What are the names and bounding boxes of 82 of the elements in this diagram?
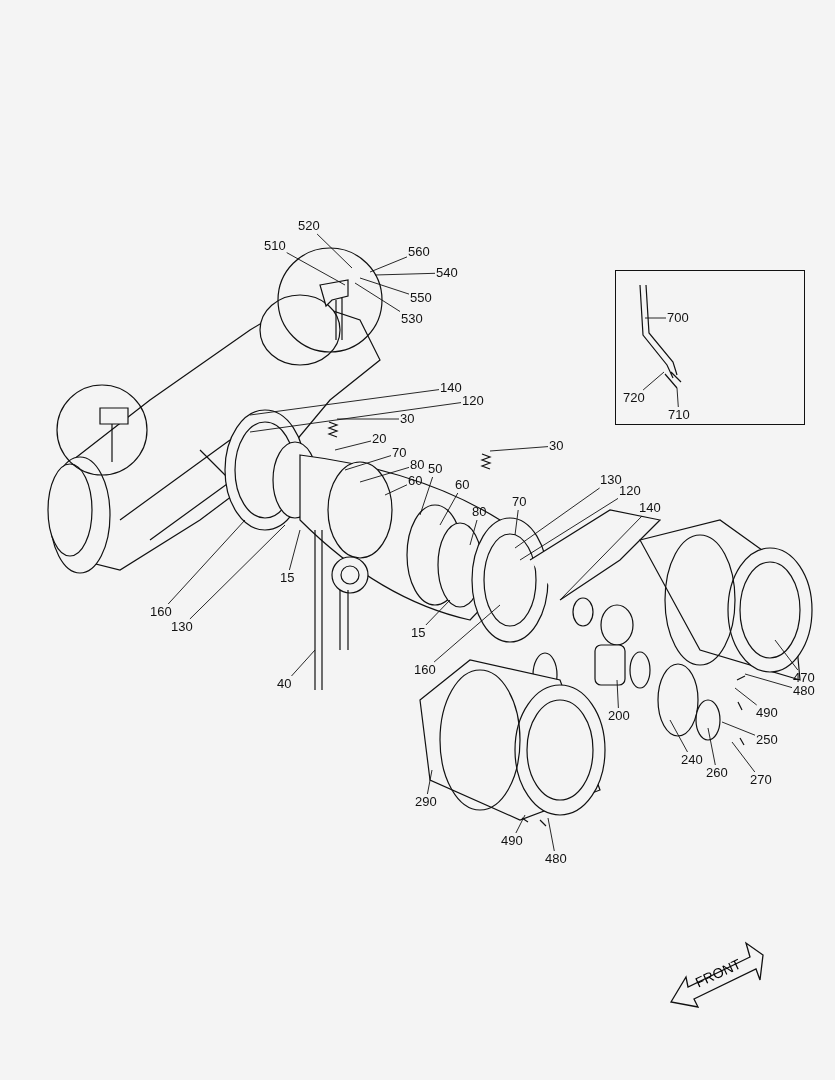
callout-number: 480	[545, 852, 567, 866]
inset-frame	[615, 270, 805, 425]
callout-number: 30	[400, 412, 415, 426]
callout-number: 15	[280, 571, 295, 585]
callout-number: 130	[171, 620, 193, 634]
leader-line	[744, 673, 793, 689]
callout-number: 540	[436, 266, 458, 280]
callout-number: 530	[401, 312, 423, 326]
leader-line	[189, 524, 286, 620]
leader-line	[344, 455, 392, 471]
callout-number: 510	[264, 239, 286, 253]
leader-line	[721, 721, 756, 736]
callout-number: 240	[681, 753, 703, 767]
leader-line	[515, 814, 526, 834]
leader-line	[316, 233, 353, 269]
callout-number: 40	[277, 677, 292, 691]
leader-line	[359, 277, 410, 295]
leader-line	[642, 371, 665, 391]
leader-line	[519, 497, 619, 561]
leader-line	[334, 440, 372, 451]
leader-line	[644, 317, 667, 319]
callout-number: 490	[501, 834, 523, 848]
leader-line	[249, 402, 462, 433]
leader-line	[288, 529, 301, 571]
leader-line	[734, 687, 758, 706]
callout-number: 700	[667, 311, 689, 325]
leader-line	[676, 387, 679, 408]
leader-line	[425, 599, 451, 626]
callout-number: 20	[372, 432, 387, 446]
callout-number: 250	[756, 733, 778, 747]
callout-number: 70	[392, 446, 407, 460]
leader-line	[374, 272, 436, 276]
callout-number: 160	[150, 605, 172, 619]
callout-number: 560	[408, 245, 430, 259]
leader-line	[354, 282, 401, 312]
leader-line	[167, 519, 246, 605]
callout-number: 490	[756, 706, 778, 720]
callout-number: 130	[600, 473, 622, 487]
callout-number: 290	[415, 795, 437, 809]
leader-line	[707, 727, 716, 766]
leader-line	[426, 769, 433, 795]
leader-line	[369, 256, 408, 273]
callout-number: 120	[619, 484, 641, 498]
callout-number: 80	[472, 505, 487, 519]
callout-number: 200	[608, 709, 630, 723]
leader-line	[419, 476, 434, 516]
leader-line	[489, 446, 549, 452]
leader-line	[774, 639, 799, 671]
leader-line	[514, 487, 601, 549]
leader-line	[514, 509, 519, 536]
leader-line	[669, 719, 688, 753]
leader-line	[249, 389, 440, 416]
callout-number: 70	[512, 495, 527, 509]
callout-number: 480	[793, 684, 815, 698]
callout-number: 30	[549, 439, 564, 453]
leader-line	[359, 466, 410, 483]
callout-number: 140	[440, 381, 462, 395]
leader-line	[286, 252, 346, 286]
callout-number: 140	[639, 501, 661, 515]
callout-number: 470	[793, 671, 815, 685]
callout-number: 60	[455, 478, 470, 492]
leader-line	[336, 418, 400, 420]
leader-line	[731, 741, 756, 773]
callout-number: 710	[668, 408, 690, 422]
callout-number: 270	[750, 773, 772, 787]
leader-line	[433, 604, 501, 663]
callout-number: 160	[414, 663, 436, 677]
callout-number: 15	[411, 626, 426, 640]
leader-line	[616, 679, 619, 709]
callout-number: 80	[410, 458, 425, 472]
callout-number: 50	[428, 462, 443, 476]
leader-line	[559, 515, 643, 601]
leader-line	[439, 492, 459, 526]
leader-line	[547, 817, 555, 852]
callout-number: 260	[706, 766, 728, 780]
callout-number: 550	[410, 291, 432, 305]
callout-number: 520	[298, 219, 320, 233]
leader-line	[384, 484, 408, 496]
callout-number: 720	[623, 391, 645, 405]
leader-line	[469, 519, 478, 546]
leader-line	[291, 649, 316, 677]
callout-number: 120	[462, 394, 484, 408]
